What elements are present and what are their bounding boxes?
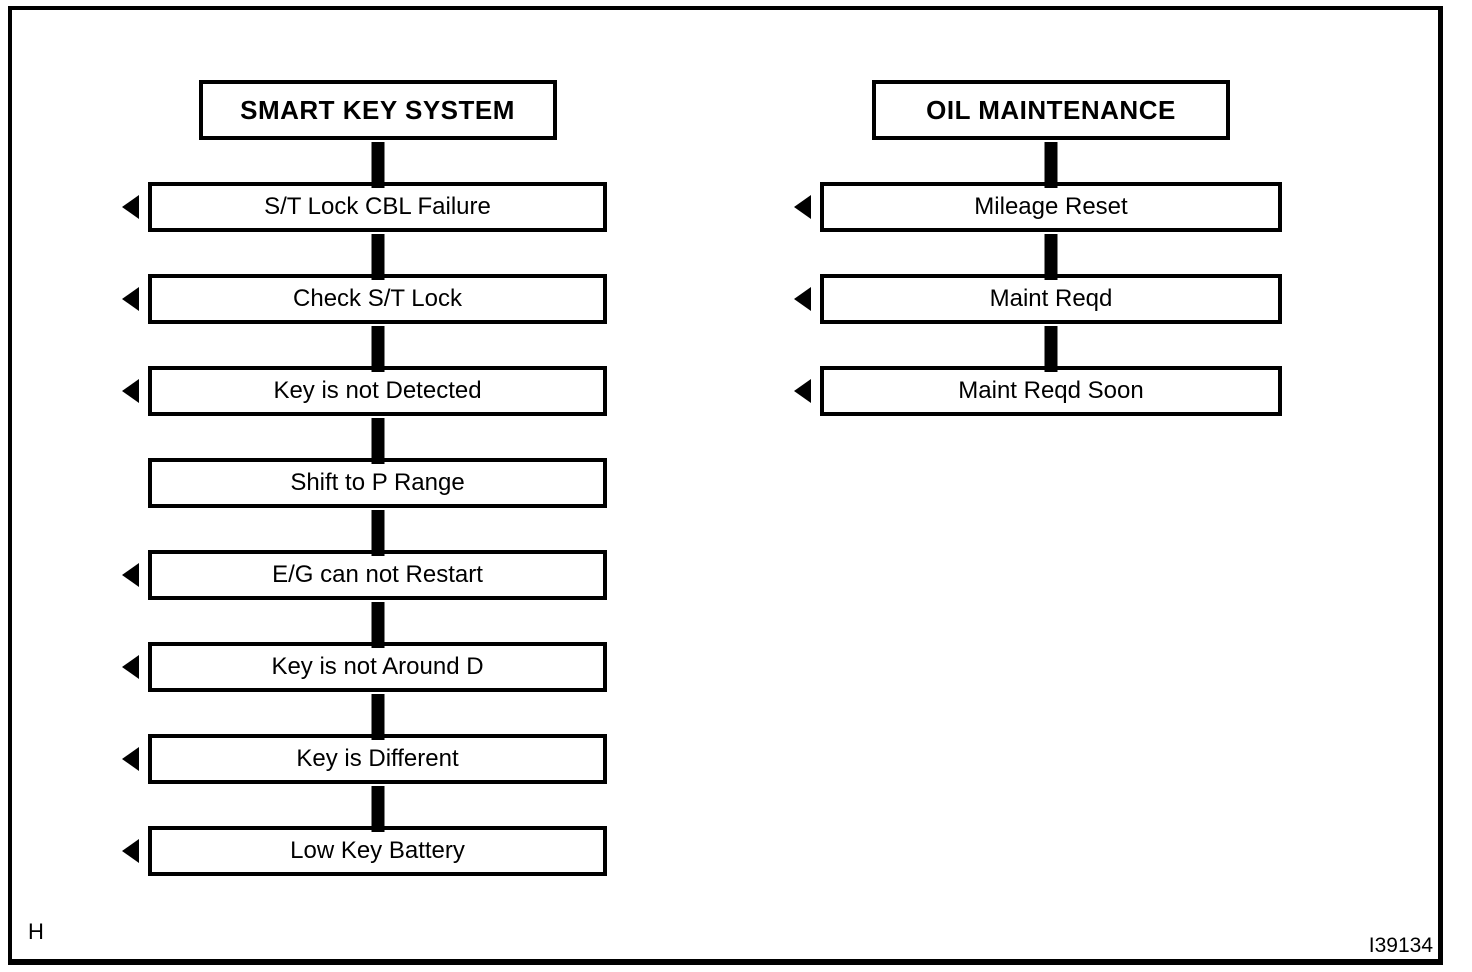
menu-item-label: Check S/T Lock [293,285,462,312]
menu-item-label: Maint Reqd [989,285,1113,312]
connector-line [371,418,384,464]
left-triangle-arrow-icon [122,287,139,311]
left-triangle-arrow-icon [122,839,139,863]
figure-border [8,6,1443,965]
left-triangle-arrow-icon [122,195,139,219]
page-corner-label: H [28,919,44,944]
menu-item-label: Mileage Reset [974,193,1128,220]
menu-item-label: Key is Different [296,745,459,772]
menu-item-label: S/T Lock CBL Failure [264,193,491,220]
left-triangle-arrow-icon [122,655,139,679]
left-triangle-arrow-icon [794,287,811,311]
menu-item-box: E/G can not Restart [122,510,607,600]
figure-id-label: I39134 [1368,934,1433,957]
menu-item-box: Key is not Around D [122,602,607,692]
left-triangle-arrow-icon [122,379,139,403]
left-triangle-arrow-icon [794,195,811,219]
connector-line [371,694,384,740]
connector-line [1044,326,1058,372]
left-triangle-arrow-icon [122,747,139,771]
connector-line [1044,234,1058,280]
connector-line [371,234,384,280]
connector-line [1044,142,1058,188]
connector-line [371,602,384,648]
column-header: SMART KEY SYSTEM [198,80,557,140]
menu-item-label: Shift to P Range [290,469,465,496]
menu-item-box: Maint Reqd Soon [794,326,1282,416]
menu-item-box: Shift to P Range [148,418,607,508]
connector-line [371,510,384,556]
menu-item-label: Key is not Around D [271,653,484,680]
menu-item-box: Key is not Detected [122,326,607,416]
connector-line [371,326,384,372]
menu-item-box: Check S/T Lock [122,234,607,324]
left-triangle-arrow-icon [122,563,139,587]
connector-line [371,142,384,188]
menu-item-box: Mileage Reset [794,142,1282,232]
left-triangle-arrow-icon [794,379,811,403]
menu-item-box: Maint Reqd [794,234,1282,324]
menu-item-box: Key is Different [122,694,607,784]
menu-item-label: Key is not Detected [273,377,482,404]
menu-item-label: Maint Reqd Soon [958,377,1144,404]
connector-line [371,786,384,832]
menu-item-label: Low Key Battery [290,837,465,864]
column-header: OIL MAINTENANCE [872,80,1230,140]
menu-item-box: Low Key Battery [122,786,607,876]
menu-item-label: E/G can not Restart [272,561,483,588]
menu-item-box: S/T Lock CBL Failure [122,142,607,232]
